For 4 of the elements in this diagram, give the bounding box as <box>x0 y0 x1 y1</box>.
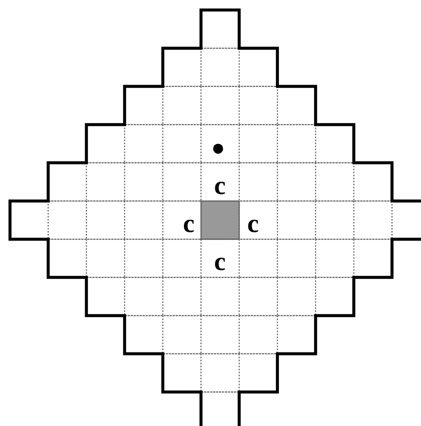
cell-letter: c <box>214 251 226 274</box>
cell-letter: c <box>214 175 226 197</box>
cell-letter: c <box>247 213 259 236</box>
cell-letter: c <box>183 213 195 236</box>
